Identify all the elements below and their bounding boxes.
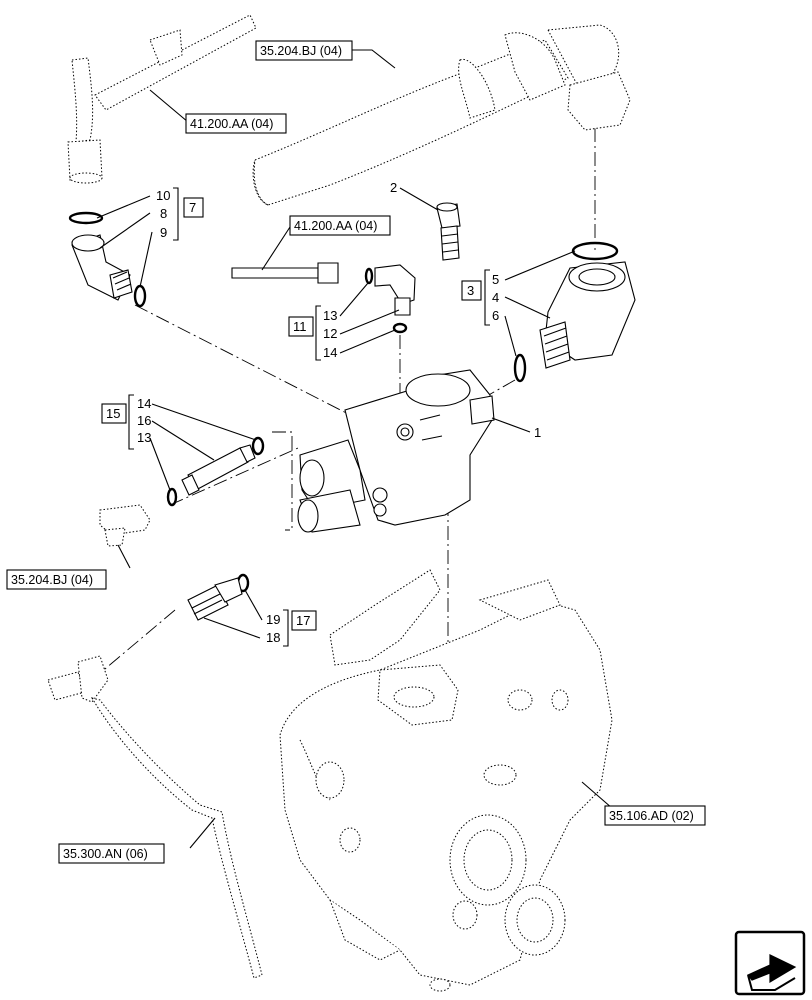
o-ring-10	[68, 211, 104, 225]
callout-14-top: 14	[323, 345, 337, 360]
o-ring-14-top	[392, 322, 408, 334]
kit-7: 7	[189, 200, 196, 215]
pump-assembly	[279, 569, 613, 992]
elbow-fitting-8	[71, 234, 133, 301]
callout-16: 16	[137, 413, 151, 428]
callout-10: 10	[156, 188, 170, 203]
ref-line-bottom-left: 35.300.AN (06)	[63, 847, 148, 861]
callout-19: 19	[266, 612, 280, 627]
o-ring-13-left	[166, 487, 178, 507]
callout-13-left: 13	[137, 430, 151, 445]
adapter-fitting-4	[539, 261, 636, 369]
item-numbers: 1 2 10 8 9 5 4 6 13 12 14 14 16 13 19 18	[137, 180, 541, 645]
callout-18: 18	[266, 630, 280, 645]
pipe-top-left	[67, 14, 257, 184]
ref-tee-left: 35.204.BJ (04)	[11, 573, 93, 587]
callout-6: 6	[492, 308, 499, 323]
ref-hose-top: 35.204.BJ (04)	[260, 44, 342, 58]
o-ring-5	[571, 241, 619, 261]
callout-2: 2	[390, 180, 397, 195]
callout-9: 9	[160, 225, 167, 240]
callout-5: 5	[492, 272, 499, 287]
kit-15: 15	[106, 406, 120, 421]
leader-lines	[96, 49, 621, 849]
hose-assembly-top	[252, 24, 631, 206]
pipe-middle	[231, 262, 416, 316]
tee-fitting-left	[99, 504, 151, 547]
o-ring-6	[513, 353, 527, 383]
callout-4: 4	[492, 290, 499, 305]
kit-groups: 7 3 11 15 17	[101, 187, 490, 647]
next-page-arrow-icon[interactable]	[734, 930, 806, 996]
control-valve-1	[297, 369, 495, 533]
kit-11: 11	[293, 319, 307, 334]
o-rings	[68, 211, 619, 593]
kit-3: 3	[467, 283, 474, 298]
callout-12: 12	[323, 326, 337, 341]
o-ring-14-left	[251, 436, 265, 456]
adapter-fitting-18	[187, 577, 243, 621]
kit-17: 17	[296, 613, 310, 628]
ref-pipe-middle: 41.200.AA (04)	[294, 219, 377, 233]
callout-1: 1	[534, 425, 541, 440]
ref-pump: 35.106.AD (02)	[609, 809, 694, 823]
o-ring-13-top	[364, 267, 374, 285]
o-ring-9	[133, 284, 147, 308]
callout-13-top: 13	[323, 308, 337, 323]
callout-8: 8	[160, 206, 167, 221]
check-valve-16	[181, 444, 256, 496]
cap-screw-2	[436, 202, 461, 261]
line-bottom-left	[47, 655, 263, 979]
ref-pipe-top-left: 41.200.AA (04)	[190, 117, 273, 131]
reference-labels: 35.204.BJ (04) 41.200.AA (04) 41.200.AA …	[6, 40, 706, 864]
callout-14-left: 14	[137, 396, 151, 411]
